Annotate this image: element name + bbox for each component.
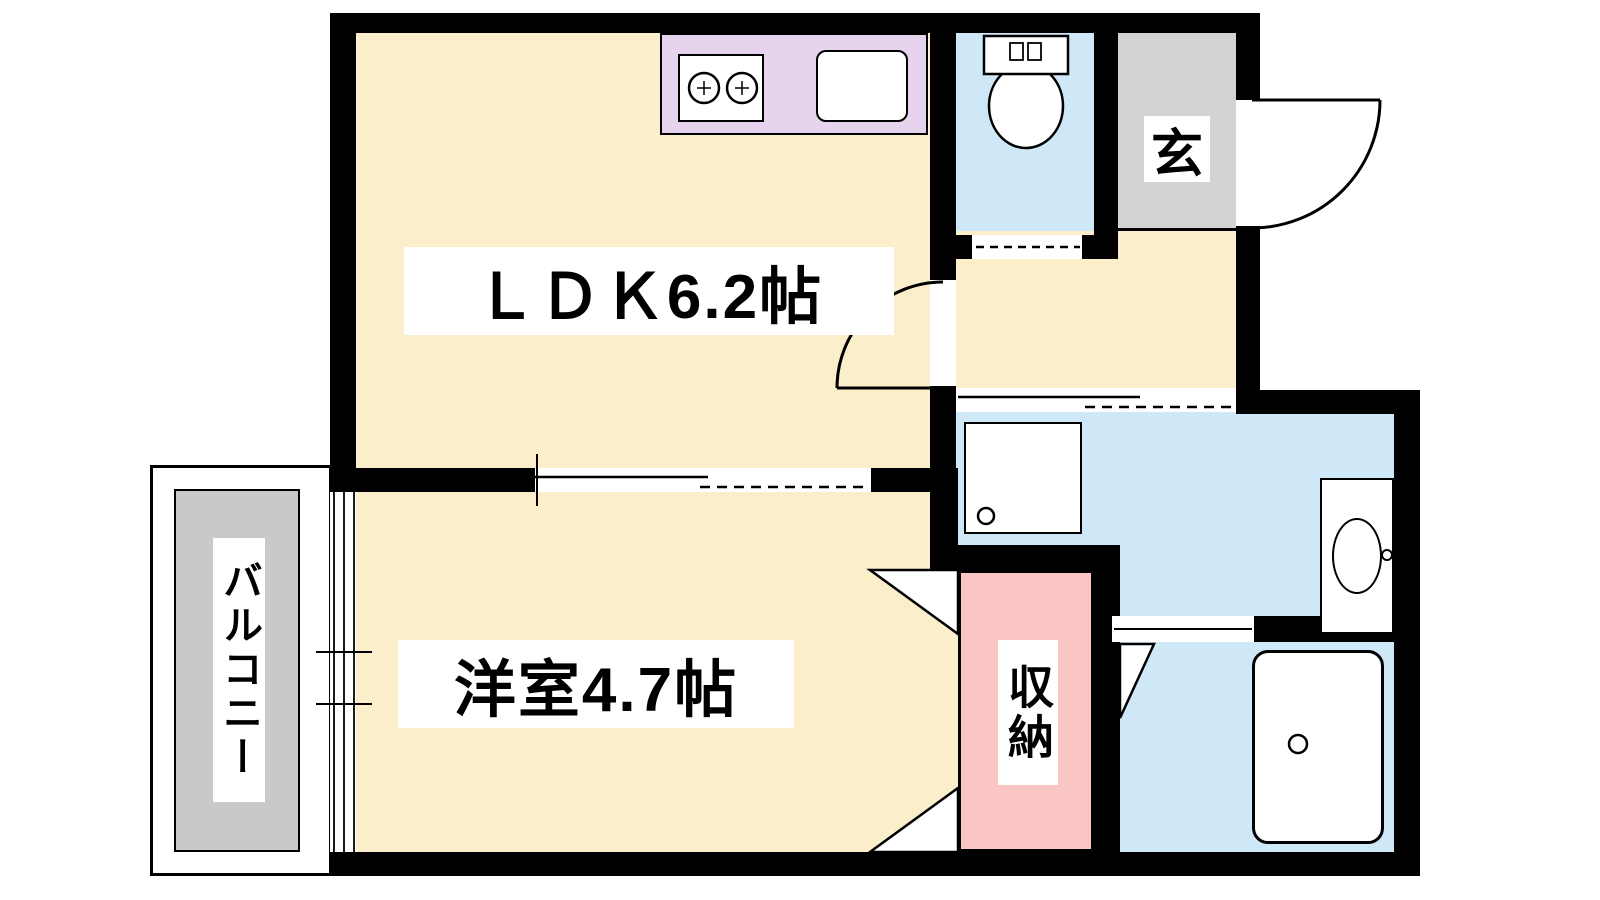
- washing-machine-icon: [964, 422, 1082, 534]
- wall-entry-upper: [1236, 13, 1260, 103]
- balcony-window-opening: [330, 492, 356, 852]
- ldk-label: ＬＤＫ6.2帖: [404, 247, 894, 335]
- room-toilet: [956, 33, 1094, 235]
- ldk-sliding-door-opening: [535, 468, 871, 492]
- wall-step-top: [1236, 390, 1420, 414]
- storage-label: 収納: [998, 640, 1058, 785]
- wall-top: [330, 13, 1260, 33]
- ldk-door-opening: [930, 280, 956, 386]
- entry-door-swing-icon: [1251, 98, 1382, 230]
- stove-icon: [678, 54, 764, 122]
- entrance-label: 玄: [1144, 116, 1210, 184]
- bathroom-door-opening: [1112, 616, 1254, 642]
- wall-washroom-bottom: [930, 545, 1120, 571]
- western-room-label: 洋室4.7帖: [398, 640, 794, 728]
- kitchen-sink-icon: [816, 50, 908, 122]
- balcony-label: バルコニー: [213, 538, 265, 802]
- toilet-door-opening: [972, 235, 1082, 259]
- wall-entry-lower: [1236, 226, 1260, 412]
- room-storage: [958, 570, 1094, 852]
- wall-bottom: [330, 852, 1420, 876]
- vanity-sink-icon: [1332, 518, 1382, 594]
- wall-closet-right: [1094, 545, 1120, 855]
- bathtub-icon: [1252, 650, 1384, 844]
- entry-door-opening: [1236, 100, 1260, 226]
- wall-toilet-entrance: [1094, 13, 1118, 235]
- washroom-sliding-door-opening: [956, 388, 1236, 412]
